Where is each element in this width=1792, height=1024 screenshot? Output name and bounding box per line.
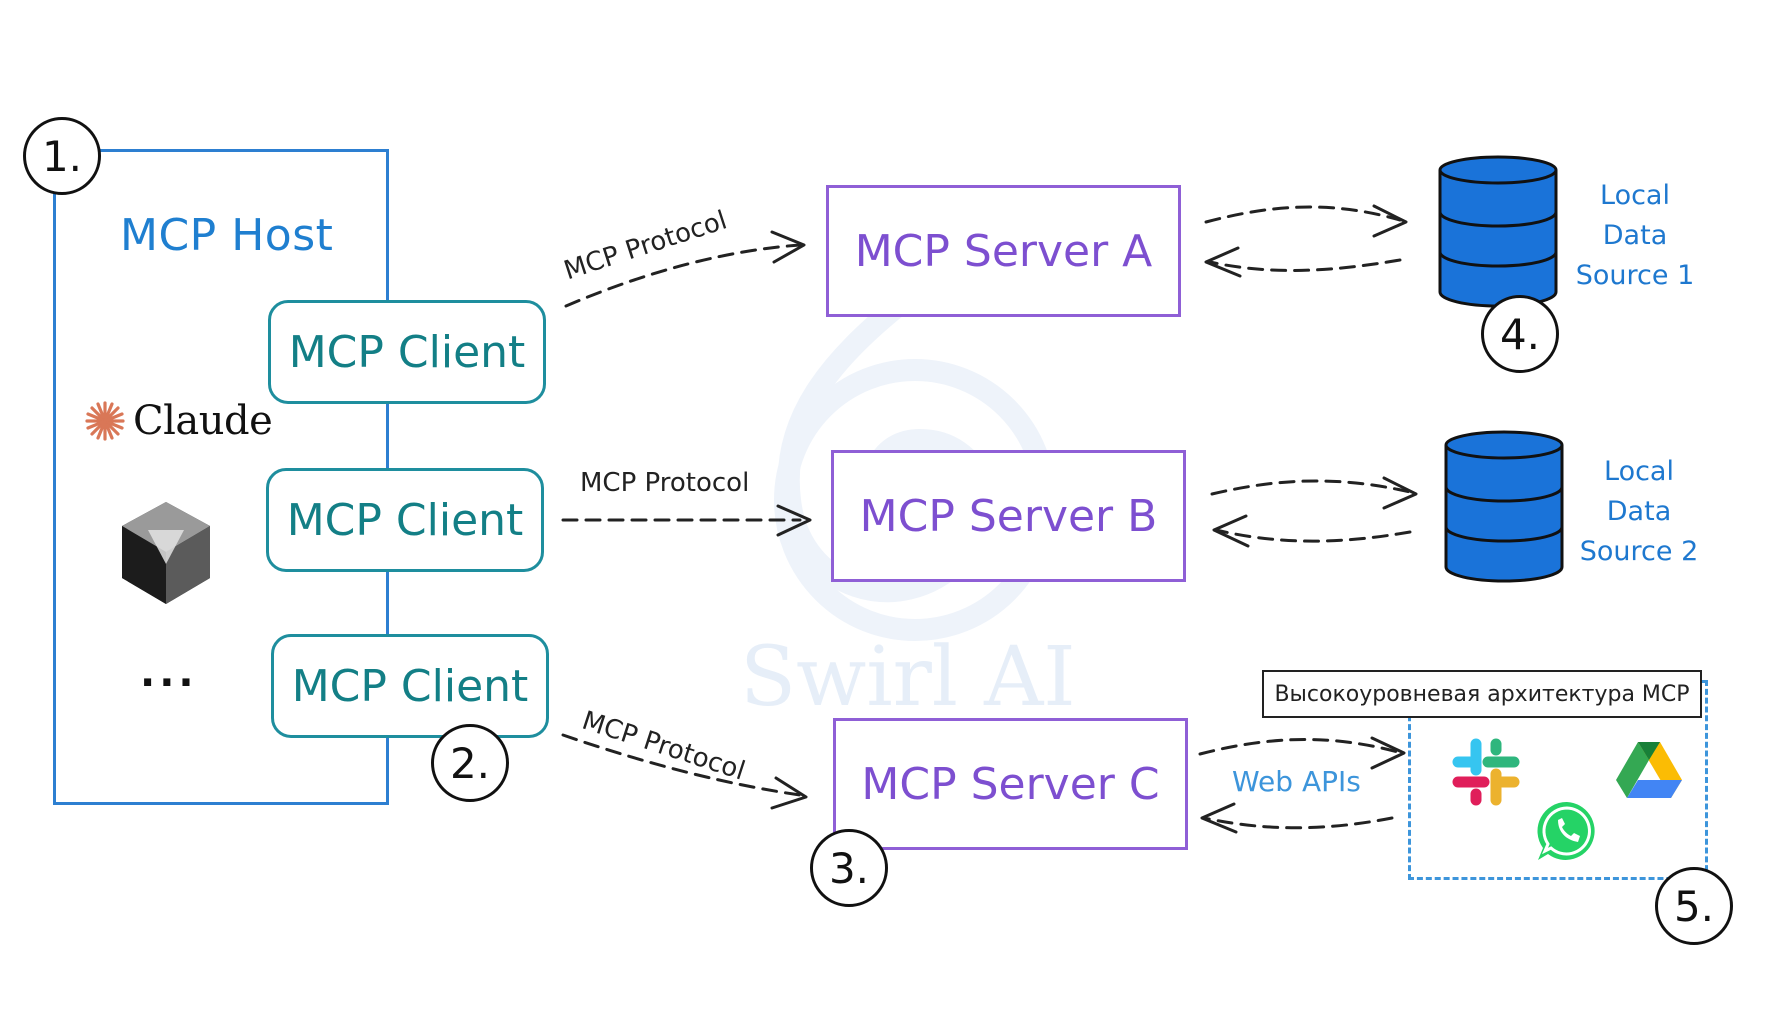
step-number-2: 2. (431, 724, 509, 802)
watermark-text: Swirl AI (740, 630, 1076, 725)
mcp-host-title: MCP Host (120, 210, 334, 261)
claude-wordmark: Claude (133, 398, 273, 444)
arrowhead-ds1 (1372, 204, 1408, 238)
arrowhead-server-a-back (1204, 246, 1242, 278)
google-drive-icon (1616, 742, 1682, 798)
arrow-apps-server-c (1202, 816, 1394, 830)
step-number-5: 5. (1655, 867, 1733, 945)
arrowhead-server-c-back (1200, 802, 1238, 834)
mcp-client-1: MCP Client (268, 300, 546, 404)
arrowhead-apps (1370, 736, 1406, 770)
claude-logo: Claude (83, 398, 273, 444)
mcp-server-a: MCP Server A (826, 185, 1181, 317)
protocol-label-b: MCP Protocol (580, 468, 750, 498)
mcp-client-2: MCP Client (266, 468, 544, 572)
arrow-client1-server-a (564, 243, 802, 308)
slack-icon (1452, 738, 1520, 806)
mcp-client-3: MCP Client (271, 634, 549, 738)
claude-sunburst-icon (85, 401, 125, 441)
arrowhead-ds2 (1382, 476, 1418, 510)
more-apps-ellipsis: ... (140, 650, 198, 696)
arrowhead-server-b-back (1212, 514, 1250, 548)
arrow-ds1-server-a (1208, 258, 1402, 272)
cube-logo-icon (122, 502, 210, 604)
data-source-1-label: Local Data Source 1 (1575, 180, 1695, 291)
step-number-3: 3. (810, 829, 888, 907)
data-source-2-label: Local Data Source 2 (1579, 456, 1699, 567)
web-apis-label: Web APIs (1232, 765, 1361, 798)
database-icon-1 (1438, 155, 1558, 308)
step-number-4: 4. (1481, 295, 1559, 373)
step-number-1: 1. (23, 117, 101, 195)
mcp-server-b: MCP Server B (831, 450, 1186, 582)
diagram-caption: Высокоуровневая архитектура MCP (1262, 670, 1702, 718)
arrow-client3-server-c (561, 733, 802, 797)
arrowhead-server-c (770, 776, 808, 810)
arrow-server-c-apps (1198, 737, 1400, 756)
arrow-server-b-ds2 (1210, 479, 1412, 496)
mcp-server-c: MCP Server C (833, 718, 1188, 850)
arrow-ds2-server-b (1214, 528, 1412, 543)
whatsapp-icon (1537, 801, 1595, 860)
arrowhead-server-b (776, 504, 812, 537)
arrowhead-server-a (770, 230, 806, 264)
database-icon-2 (1444, 430, 1564, 583)
arrow-server-a-ds1 (1204, 205, 1402, 224)
